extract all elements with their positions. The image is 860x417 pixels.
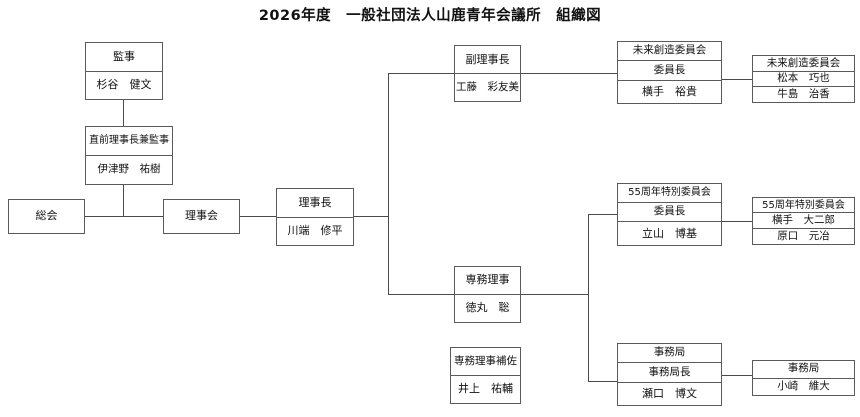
- box-jimukyoku-chief[interactable]: 事務局 事務局長 瀬口 博文: [617, 343, 722, 406]
- connector-chokuzen-to-main: [123, 185, 124, 216]
- connector-trunk-to-fukurijicho: [388, 73, 454, 74]
- fukurijicho-name: 工藤 彩友美: [455, 73, 520, 101]
- connector-jimukyoku-to-members: [722, 375, 752, 376]
- connector-soukai-to-rijikai: [85, 216, 163, 217]
- mirai-member-2: 牛島 治香: [753, 86, 854, 102]
- box-senmu-riji-hosa[interactable]: 専務理事補佐 井上 祐輔: [450, 347, 521, 404]
- box-jimukyoku-members[interactable]: 事務局 小崎 維大: [752, 360, 855, 396]
- connector-anniversary-to-members: [722, 221, 752, 222]
- chokuzen-name: 伊津野 祐樹: [86, 154, 172, 184]
- senmu-hosa-name: 井上 祐輔: [451, 374, 520, 403]
- mirai-member-1: 松本 巧也: [753, 70, 854, 87]
- anniversary-members-org: 55周年特別委員会: [762, 199, 845, 211]
- fukurijicho-role: 副理事長: [465, 52, 510, 66]
- connector-mirai-to-members: [722, 79, 752, 80]
- box-anniversary-committee-chair[interactable]: 55周年特別委員会 委員長 立山 博基: [617, 183, 722, 246]
- jimukyoku-members-org: 事務局: [787, 362, 820, 375]
- box-soukai[interactable]: 総会: [8, 199, 85, 234]
- mirai-members-org: 未来創造委員会: [766, 56, 841, 69]
- senmu-name: 徳丸 聡: [455, 294, 520, 322]
- box-kanji[interactable]: 監事 杉谷 健文: [85, 42, 163, 100]
- mirai-chair-name: 横手 裕貴: [618, 79, 721, 103]
- box-rijikai[interactable]: 理事会: [163, 199, 240, 234]
- connector-rijikai-to-rijicho: [240, 216, 276, 217]
- anniversary-chair-name: 立山 博基: [618, 221, 721, 245]
- rijicho-name: 川端 修平: [277, 216, 353, 246]
- connector-main-trunk: [388, 73, 389, 295]
- rijicho-role: 理事長: [298, 195, 332, 209]
- box-chokuzen-rijicho[interactable]: 直前理事長兼監事 伊津野 祐樹: [85, 126, 173, 185]
- anniversary-member-2: 原口 元冶: [753, 228, 854, 244]
- box-mirai-committee-members[interactable]: 未来創造委員会 松本 巧也 牛島 治香: [752, 55, 855, 103]
- connector-right-trunk: [588, 214, 589, 381]
- soukai-role: 総会: [35, 209, 58, 223]
- mirai-org: 未来創造委員会: [632, 44, 707, 57]
- jimukyoku-member-1: 小崎 維大: [753, 377, 854, 396]
- jimukyoku-chief-name: 瀬口 博文: [618, 381, 721, 405]
- connector-trunk-to-anniversary: [588, 214, 617, 215]
- rijikai-role: 理事会: [185, 209, 218, 223]
- connector-fukurijicho-to-mirai: [521, 73, 617, 74]
- page-title: 2026年度 一般社団法人山鹿青年会議所 組織図: [258, 8, 602, 24]
- connector-rijicho-to-trunk: [354, 216, 389, 217]
- connector-kanji-to-chokuzen: [123, 100, 124, 126]
- box-rijicho[interactable]: 理事長 川端 修平: [276, 188, 354, 246]
- senmu-hosa-role: 専務理事補佐: [454, 354, 517, 367]
- box-anniversary-committee-members[interactable]: 55周年特別委員会 横手 大二郎 原口 元冶: [752, 197, 855, 245]
- chokuzen-role: 直前理事長兼監事: [89, 135, 169, 147]
- connector-trunk-to-senmu: [388, 294, 454, 295]
- box-senmu-riji[interactable]: 専務理事 徳丸 聡: [454, 266, 521, 323]
- kanji-name: 杉谷 健文: [86, 70, 162, 100]
- box-fukurijicho[interactable]: 副理事長 工藤 彩友美: [454, 45, 521, 102]
- box-mirai-committee-chair[interactable]: 未来創造委員会 委員長 横手 裕貴: [617, 41, 722, 104]
- jimukyoku-role: 事務局長: [618, 362, 721, 381]
- anniversary-org: 55周年特別委員会: [628, 187, 711, 199]
- senmu-role: 専務理事: [465, 273, 510, 287]
- anniversary-role: 委員長: [618, 201, 721, 222]
- connector-trunk-to-jimukyoku: [588, 381, 617, 382]
- jimukyoku-org: 事務局: [653, 346, 686, 359]
- mirai-role: 委員長: [618, 60, 721, 79]
- connector-senmu-to-right-trunk: [521, 294, 588, 295]
- anniversary-member-1: 横手 大二郎: [753, 212, 854, 228]
- kanji-role: 監事: [113, 49, 135, 63]
